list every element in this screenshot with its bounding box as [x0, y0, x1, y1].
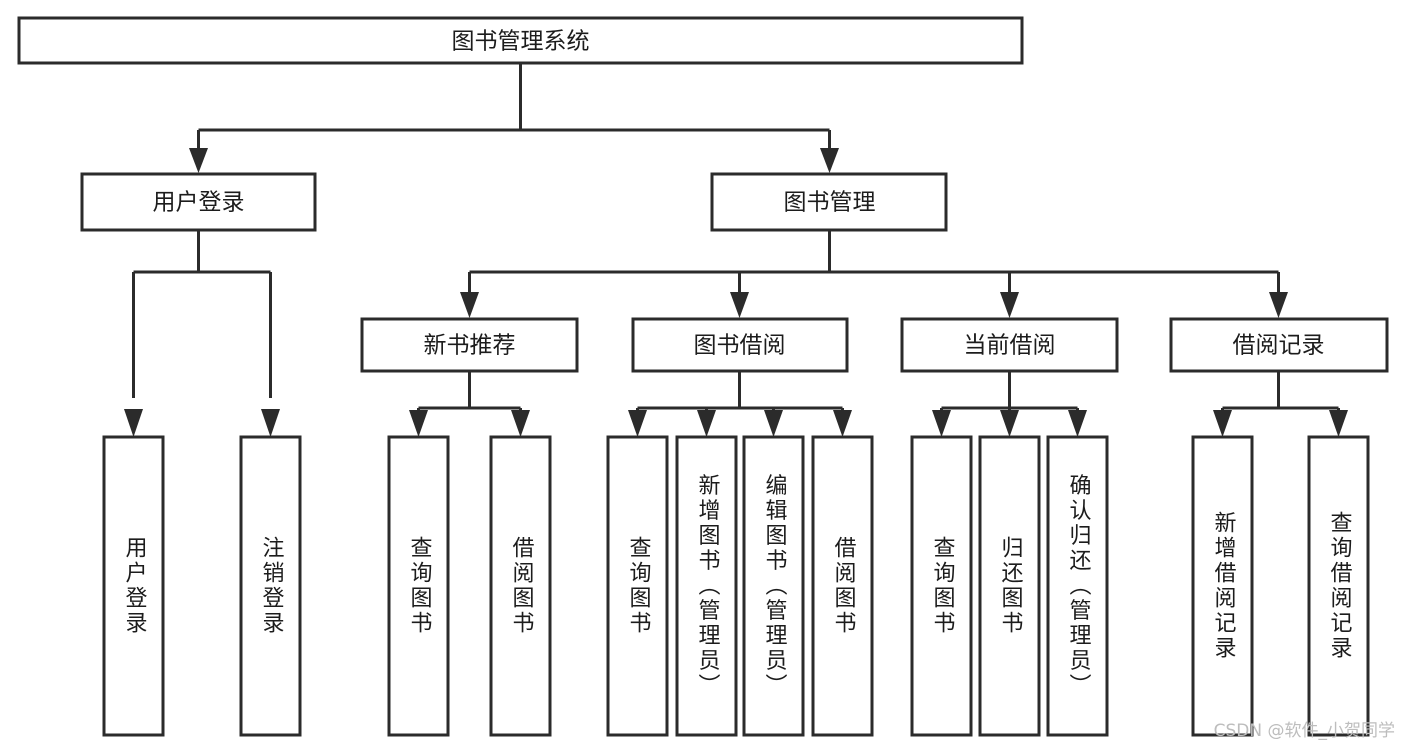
node-new-book-recommend[interactable]: 新书推荐: [360, 317, 579, 373]
leaf-borrow-records-2[interactable]: 查询借阅记录: [1307, 435, 1370, 737]
leaf-book-borrow-1[interactable]: 查询图书: [606, 435, 669, 737]
leaf-book-borrow-2-label: 新增图书（管理员）: [695, 474, 721, 699]
leaf-book-borrow-2-box[interactable]: [675, 435, 738, 737]
node-user-login-box[interactable]: [80, 172, 317, 232]
arrow-leaf-records-2: [1329, 410, 1348, 437]
node-borrow-records-label: 借阅记录: [1233, 333, 1325, 359]
arrow-leaf-records-1: [1213, 410, 1232, 437]
node-book-borrow-label: 图书借阅: [694, 333, 786, 359]
arrow-leaf-current-1: [932, 410, 951, 437]
leaf-borrow-records-1[interactable]: 新增借阅记录: [1191, 435, 1254, 737]
node-current-borrow[interactable]: 当前借阅: [900, 317, 1119, 373]
connector-layer: [124, 63, 1348, 437]
leaf-current-borrow-2-label: 归还图书: [998, 536, 1024, 636]
leaf-current-borrow-3-box[interactable]: [1046, 435, 1109, 737]
leaf-borrow-records-2-box[interactable]: [1307, 435, 1370, 737]
leaf-borrow-records-1-box[interactable]: [1191, 435, 1254, 737]
arrow-leaf-current-2: [1000, 410, 1019, 437]
node-current-borrow-label: 当前借阅: [964, 333, 1056, 359]
leaf-current-borrow-1[interactable]: 查询图书: [910, 435, 973, 737]
arrow-level3-2: [730, 292, 749, 318]
leaf-book-borrow-3[interactable]: 编辑图书（管理员）: [742, 435, 805, 737]
leaf-book-borrow-4-box[interactable]: [811, 435, 874, 737]
arrow-level3-4: [1269, 292, 1288, 318]
leaf-current-borrow-2-box[interactable]: [978, 435, 1041, 737]
node-user-login[interactable]: 用户登录: [80, 172, 317, 232]
leaf-new-book-1-box[interactable]: [387, 435, 450, 737]
node-book-borrow[interactable]: 图书借阅: [631, 317, 849, 373]
leaf-book-borrow-2[interactable]: 新增图书（管理员）: [675, 435, 738, 737]
node-book-borrow-box[interactable]: [631, 317, 849, 373]
leaf-new-book-2-box[interactable]: [489, 435, 552, 737]
leaf-user-login-2-label: 注销登录: [259, 536, 285, 636]
arrow-leaf-user-login-2: [261, 409, 280, 437]
arrow-user-login: [189, 148, 208, 173]
node-new-book-recommend-label: 新书推荐: [424, 333, 516, 359]
leaf-current-borrow-1-label: 查询图书: [930, 536, 956, 636]
arrow-book-manage: [820, 148, 839, 173]
leaf-book-borrow-3-box[interactable]: [742, 435, 805, 737]
arrow-level3-3: [1000, 292, 1019, 318]
node-current-borrow-box[interactable]: [900, 317, 1119, 373]
node-user-login-label: 用户登录: [153, 190, 245, 216]
leaf-borrow-records-2-label: 查询借阅记录: [1327, 511, 1353, 661]
leaf-user-login-2[interactable]: 注销登录: [239, 435, 302, 737]
node-root[interactable]: 图书管理系统: [17, 16, 1024, 65]
leaf-borrow-records-1-label: 新增借阅记录: [1211, 511, 1237, 661]
node-book-management-box[interactable]: [710, 172, 948, 232]
leaf-book-borrow-4[interactable]: 借阅图书: [811, 435, 874, 737]
arrow-leaf-current-3: [1068, 410, 1087, 437]
leaf-user-login-2-box[interactable]: [239, 435, 302, 737]
arrow-leaf-borrow-2: [697, 410, 716, 437]
arrow-leaf-newbook-1: [409, 410, 428, 437]
arrow-leaf-borrow-3: [764, 410, 783, 437]
node-borrow-records-box[interactable]: [1169, 317, 1389, 373]
node-book-management[interactable]: 图书管理: [710, 172, 948, 232]
node-root-box[interactable]: [17, 16, 1024, 65]
arrow-leaf-newbook-2: [511, 410, 530, 437]
leaf-current-borrow-1-box[interactable]: [910, 435, 973, 737]
node-new-book-recommend-box[interactable]: [360, 317, 579, 373]
arrow-leaf-borrow-1: [628, 410, 647, 437]
node-book-management-label: 图书管理: [784, 190, 876, 216]
leaf-new-book-2[interactable]: 借阅图书: [489, 435, 552, 737]
arrow-leaf-borrow-4: [833, 410, 852, 437]
leaf-current-borrow-2[interactable]: 归还图书: [978, 435, 1041, 737]
leaf-user-login-1-label: 用户登录: [122, 536, 148, 636]
leaf-new-book-2-label: 借阅图书: [509, 536, 535, 636]
arrow-leaf-user-login-1: [124, 409, 143, 437]
leaf-user-login-1[interactable]: 用户登录: [102, 435, 165, 737]
leaf-new-book-1-label: 查询图书: [407, 536, 433, 636]
leaf-book-borrow-4-label: 借阅图书: [831, 536, 857, 636]
leaf-current-borrow-3[interactable]: 确认归还（管理员）: [1046, 435, 1109, 737]
leaf-user-login-1-box[interactable]: [102, 435, 165, 737]
arrow-level3-1: [460, 292, 479, 318]
node-borrow-records[interactable]: 借阅记录: [1169, 317, 1389, 373]
leaf-book-borrow-1-label: 查询图书: [626, 536, 652, 636]
leaf-book-borrow-1-box[interactable]: [606, 435, 669, 737]
leaf-current-borrow-3-label: 确认归还（管理员）: [1066, 474, 1092, 699]
leaf-book-borrow-3-label: 编辑图书（管理员）: [762, 474, 788, 699]
node-root-label: 图书管理系统: [452, 29, 590, 55]
leaf-new-book-1[interactable]: 查询图书: [387, 435, 450, 737]
